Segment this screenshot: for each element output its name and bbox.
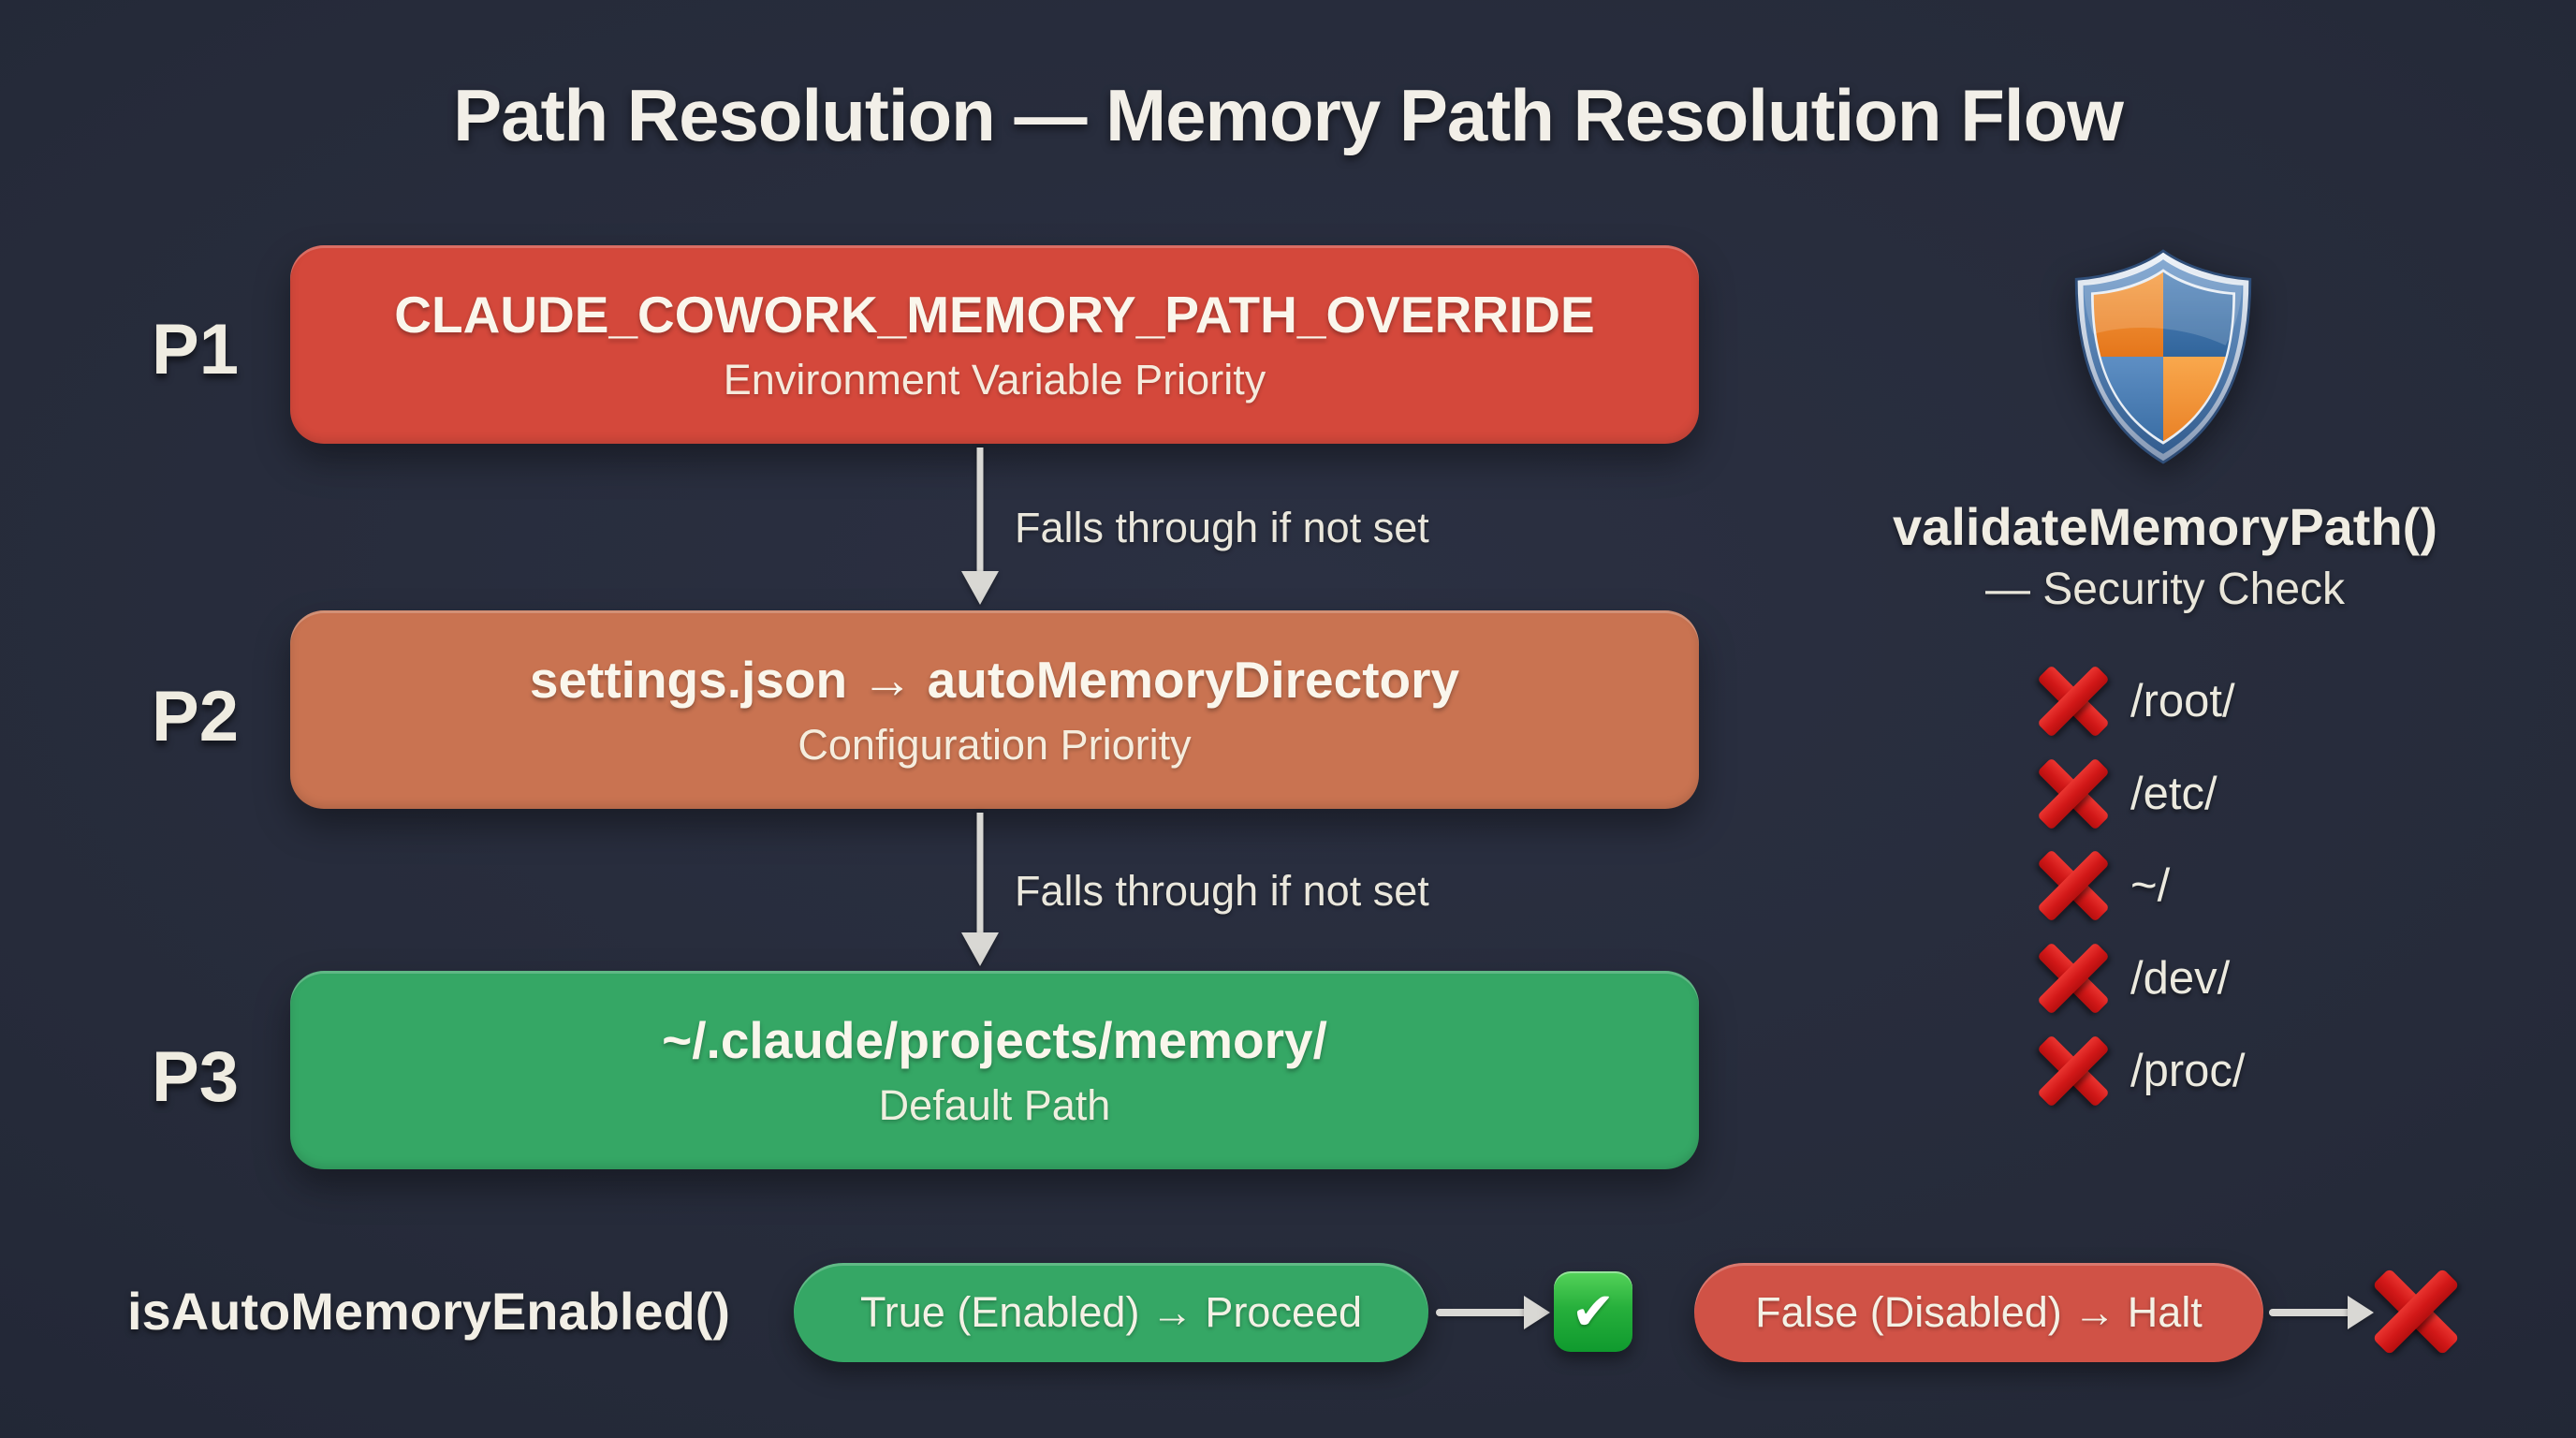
blocked-x-icon [2042,763,2104,825]
flow-box-p2-title: settings.json → autoMemoryDirectory [529,651,1460,709]
priority-badge-p1: P1 [152,310,239,389]
fallthrough-label-1: Falls through if not set [1015,504,1429,551]
blocked-x-icon [2042,855,2104,917]
right-arrow-icon [1436,1288,1550,1337]
flow-box-p2-subtitle: Configuration Priority [798,721,1192,769]
blocked-path-row: /proc/ [2042,1037,2246,1105]
blocked-path-label: /root/ [2130,676,2235,726]
shield-icon [2067,247,2260,466]
arrow-head [1524,1296,1550,1329]
fallthrough-label-2: Falls through if not set [1015,867,1429,915]
right-arrow-icon [2269,1288,2374,1337]
check-glyph: ✔ [1571,1282,1616,1341]
down-arrow-icon [954,813,1006,966]
flow-box-p2: settings.json → autoMemoryDirectory Conf… [290,610,1699,809]
arrow-head [961,571,999,605]
check-icon: ✔ [1554,1271,1632,1352]
blocked-path-label: /etc/ [2130,769,2217,819]
blocked-path-row: ~/ [2042,852,2170,919]
security-check-label: — Security Check [1984,565,2346,614]
gate-false-label: False (Disabled) → Halt [1755,1288,2203,1336]
arrow-shaft [1436,1309,1528,1316]
page-title: Path Resolution — Memory Path Resolution… [453,74,2124,156]
blocked-path-label: /dev/ [2130,953,2231,1004]
gate-false-pill: False (Disabled) → Halt [1694,1263,2263,1362]
blocked-x-icon [2042,1040,2104,1102]
blocked-path-row: /etc/ [2042,760,2217,828]
down-arrow-icon [954,448,1006,605]
flow-box-p3-subtitle: Default Path [878,1081,1111,1129]
priority-badge-p3: P3 [152,1037,239,1117]
gate-true-pill: True (Enabled) → Proceed [794,1263,1428,1362]
arrow-head [2348,1296,2374,1329]
blocked-path-row: /root/ [2042,668,2235,735]
flow-box-p3: ~/.claude/projects/memory/ Default Path [290,971,1699,1169]
arrow-head [961,932,999,966]
gate-true-label: True (Enabled) → Proceed [859,1288,1363,1336]
blocked-x-icon [2042,947,2104,1009]
arrow-shaft [976,813,984,936]
blocked-path-label: /proc/ [2130,1046,2246,1096]
arrow-shaft [976,448,984,575]
gate-function-name: isAutoMemoryEnabled() [127,1282,731,1341]
validate-function-name: validateMemoryPath() [1893,497,2437,556]
arrow-shaft [2269,1309,2351,1316]
halt-x-icon [2378,1273,2454,1350]
flow-box-p3-title: ~/.claude/projects/memory/ [662,1011,1327,1069]
flow-box-p1-subtitle: Environment Variable Priority [723,356,1266,404]
blocked-x-icon [2042,670,2104,732]
blocked-path-row: /dev/ [2042,945,2230,1012]
flow-box-p1: CLAUDE_COWORK_MEMORY_PATH_OVERRIDE Envir… [290,245,1699,444]
priority-badge-p2: P2 [152,677,239,756]
blocked-path-label: ~/ [2130,860,2171,911]
shield-icon-svg [2074,249,2252,464]
flow-box-p1-title: CLAUDE_COWORK_MEMORY_PATH_OVERRIDE [394,286,1595,344]
